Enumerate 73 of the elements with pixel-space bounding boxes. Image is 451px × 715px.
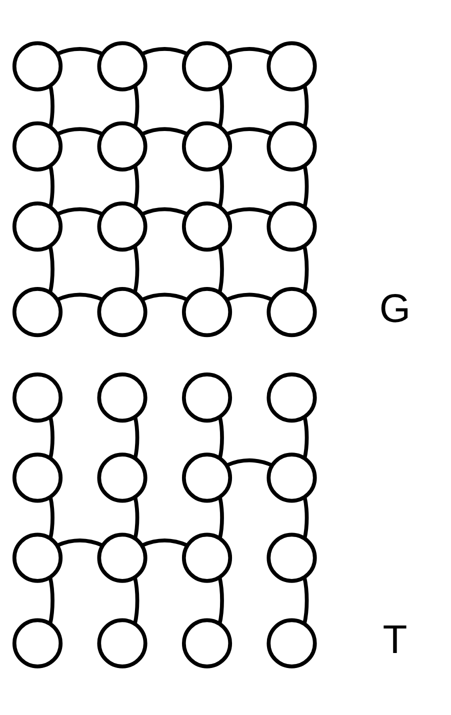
node-circle [266,452,317,503]
node-circle [12,121,63,172]
connector [48,85,54,128]
node-circle [266,41,317,92]
connector [133,246,140,294]
connector [302,416,309,459]
node-circle [97,287,148,338]
connector [141,127,188,136]
node-circle [97,532,148,583]
node-circle [182,452,232,503]
connector [218,165,224,208]
connector [56,127,104,136]
connector [302,576,309,624]
node-circle [266,532,317,583]
connector [226,127,273,136]
connector [133,496,140,539]
node-circle [182,618,232,668]
connector [226,207,273,216]
node-circle [12,452,63,503]
node-circle [182,121,232,172]
connector [141,538,188,548]
connector [56,207,104,216]
connector [133,85,140,128]
connector [56,292,104,302]
node-circle [182,201,232,252]
node-circle [182,532,232,583]
node-circle [266,287,317,338]
connector [218,576,224,624]
connector [141,47,188,56]
label: G [379,286,411,331]
connector [133,165,140,208]
node-circle [12,372,63,423]
node-circle [97,201,148,252]
node-circle [12,287,63,338]
connector [141,207,188,216]
node-circle [97,41,148,92]
connector [48,165,54,208]
node-circle [182,41,232,92]
connector [226,458,273,468]
connector [133,416,140,459]
node-circle [97,121,148,172]
node-circle [266,201,317,252]
node-circle [266,121,317,172]
connector [302,85,309,128]
connector [48,576,54,624]
node-circle [182,372,232,423]
node-circle [12,201,63,252]
connector [48,416,54,459]
connector [133,576,140,624]
connector [56,538,104,548]
node-circle [97,452,148,503]
connector [218,85,224,128]
node-circle [12,618,63,668]
connector [218,496,224,539]
connector [226,292,273,302]
connector [218,416,224,459]
node-circle [12,41,63,92]
node-circle [266,618,317,668]
node-circle [97,372,148,423]
connector [302,496,309,539]
node-circle [182,287,232,338]
node-circle [266,372,317,423]
label: T [382,618,408,662]
connector [48,246,54,294]
connector [226,47,273,56]
connector [141,292,188,302]
connector [56,47,104,56]
connector [218,246,224,294]
connector [302,165,309,208]
connector [302,246,309,294]
node-circle [12,532,63,583]
connector [48,496,54,539]
node-circle [97,618,148,668]
